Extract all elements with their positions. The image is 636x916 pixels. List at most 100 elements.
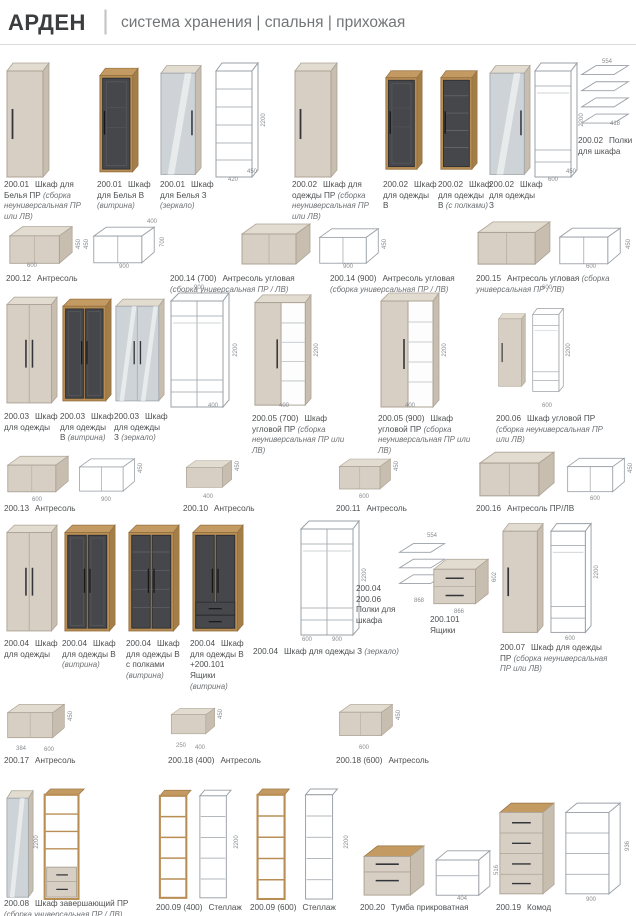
dimension-label: 2200	[442, 343, 448, 357]
product-name: Шкаф для одежды В с полками	[126, 639, 180, 670]
figure-200-02-wireframe	[534, 62, 578, 178]
product-name: Шкаф для Белья ПР	[4, 180, 74, 200]
figure-200-03-v	[62, 292, 112, 408]
dimension-label: 900	[193, 285, 205, 291]
product-name: Ящики	[430, 625, 456, 635]
figure-200-07	[502, 520, 544, 636]
dimension-label: 2200	[566, 343, 572, 357]
product-code: 200.01	[160, 180, 186, 189]
dimension-label: 450	[235, 460, 241, 472]
dimension-label: 900	[342, 264, 354, 270]
brand-title: АРДЕН	[8, 10, 86, 35]
figure-200-04-wireframe	[300, 520, 360, 636]
product-name: Комод	[527, 903, 552, 912]
dimension-label: 600	[585, 264, 597, 270]
product-code: 200.04	[253, 647, 279, 656]
product-note: (витрина)	[62, 660, 100, 670]
product-note: (сборка неуниверсальная ПР или ЛВ)	[500, 653, 608, 674]
product-code: 200.07	[500, 643, 526, 652]
dimension-label: 600	[358, 494, 370, 500]
figure-200-14-700-wireframe	[92, 222, 156, 268]
figure-200-16-wireframe	[566, 454, 626, 496]
product-name: Шкаф угловой ПР	[378, 414, 453, 434]
product-name: Шкаф для одежды З	[284, 647, 363, 656]
dimension-label: 450	[138, 462, 144, 474]
product-note: (сборка неуниверсальная ПР или ЛВ)	[252, 424, 345, 455]
product-name: Шкаф для одежды З	[114, 412, 168, 443]
dimension-label: 2200	[594, 565, 600, 579]
product-name: Шкаф для Белья В	[97, 180, 151, 200]
product-note: (сборка неуниверсальная ПР или ЛВ)	[292, 190, 369, 221]
product-name: Шкаф для одежды В	[62, 639, 116, 659]
product-code: 200.06	[496, 414, 522, 423]
dimension-label: 900	[100, 497, 112, 503]
dimension-label: 250	[175, 743, 187, 749]
figure-200-12	[8, 222, 74, 268]
figure-200-04-v-drawers	[192, 520, 244, 636]
figure-200-02-v	[385, 62, 423, 178]
caption-200-18-400: 200.18 (400)Антресоль	[168, 756, 261, 767]
dimension-label: 400	[194, 745, 206, 751]
product-code: 200.15	[476, 274, 502, 283]
product-name: Шкаф завершающий ПР	[35, 899, 129, 908]
dimension-label: 400	[202, 494, 214, 500]
product-code: 200.16	[476, 504, 502, 513]
dimension-label: 2200	[362, 568, 368, 582]
figure-200-09-400	[158, 788, 192, 900]
product-code: 200.09 (400)	[156, 903, 203, 912]
product-note: (сборка неуниверсальная ПР или ЛВ)	[4, 190, 81, 221]
product-code: 200.11	[336, 504, 361, 513]
figure-200-16	[476, 450, 558, 498]
product-note: (витрина)	[97, 201, 135, 211]
dimension-label: 600	[547, 177, 559, 183]
figure-200-20-wireframe	[434, 848, 492, 898]
product-note: (сборка неуниверсальная ПР или ЛВ)	[496, 424, 603, 445]
figure-200-09-600-wireframe	[300, 788, 342, 900]
product-code: 200.03	[4, 412, 30, 421]
figure-200-04	[6, 520, 58, 636]
product-code: 200.17	[4, 756, 30, 765]
product-name: Тумба прикроватная	[391, 903, 469, 912]
dimension-label: 2200	[314, 343, 320, 357]
dimension-label: 554	[601, 59, 613, 65]
figure-200-14-900-wireframe	[318, 224, 380, 268]
dimension-label: 600	[541, 403, 553, 409]
figure-200-03	[6, 292, 58, 408]
figure-200-15	[476, 218, 552, 268]
product-name: Антресоль	[37, 274, 78, 283]
product-note: (витрина)	[67, 433, 106, 443]
product-name: Шкаф для Белья З	[160, 180, 214, 200]
product-code: 200.10	[183, 504, 209, 513]
product-code: 200.03	[114, 412, 140, 421]
dimension-label: 2200	[234, 835, 240, 849]
dimension-label: 2200	[34, 835, 40, 849]
product-name: Шкаф угловой ПР	[527, 414, 596, 423]
product-name: Стеллаж	[302, 903, 336, 912]
product-code: 200.05 (900)	[378, 414, 425, 423]
product-note: (сборка неуниверсальная ПР или ЛВ)	[378, 424, 471, 455]
brand-separator: |	[102, 5, 110, 35]
product-name: Полки для шкафа	[356, 605, 396, 625]
product-code: 200.04	[126, 639, 152, 648]
figure-200-20	[362, 842, 426, 898]
product-code: 200.18 (600)	[336, 756, 383, 765]
figure-200-09-600	[252, 788, 294, 900]
product-note: (зеркало)	[121, 433, 156, 443]
product-name: Полки для шкафа	[578, 136, 633, 156]
